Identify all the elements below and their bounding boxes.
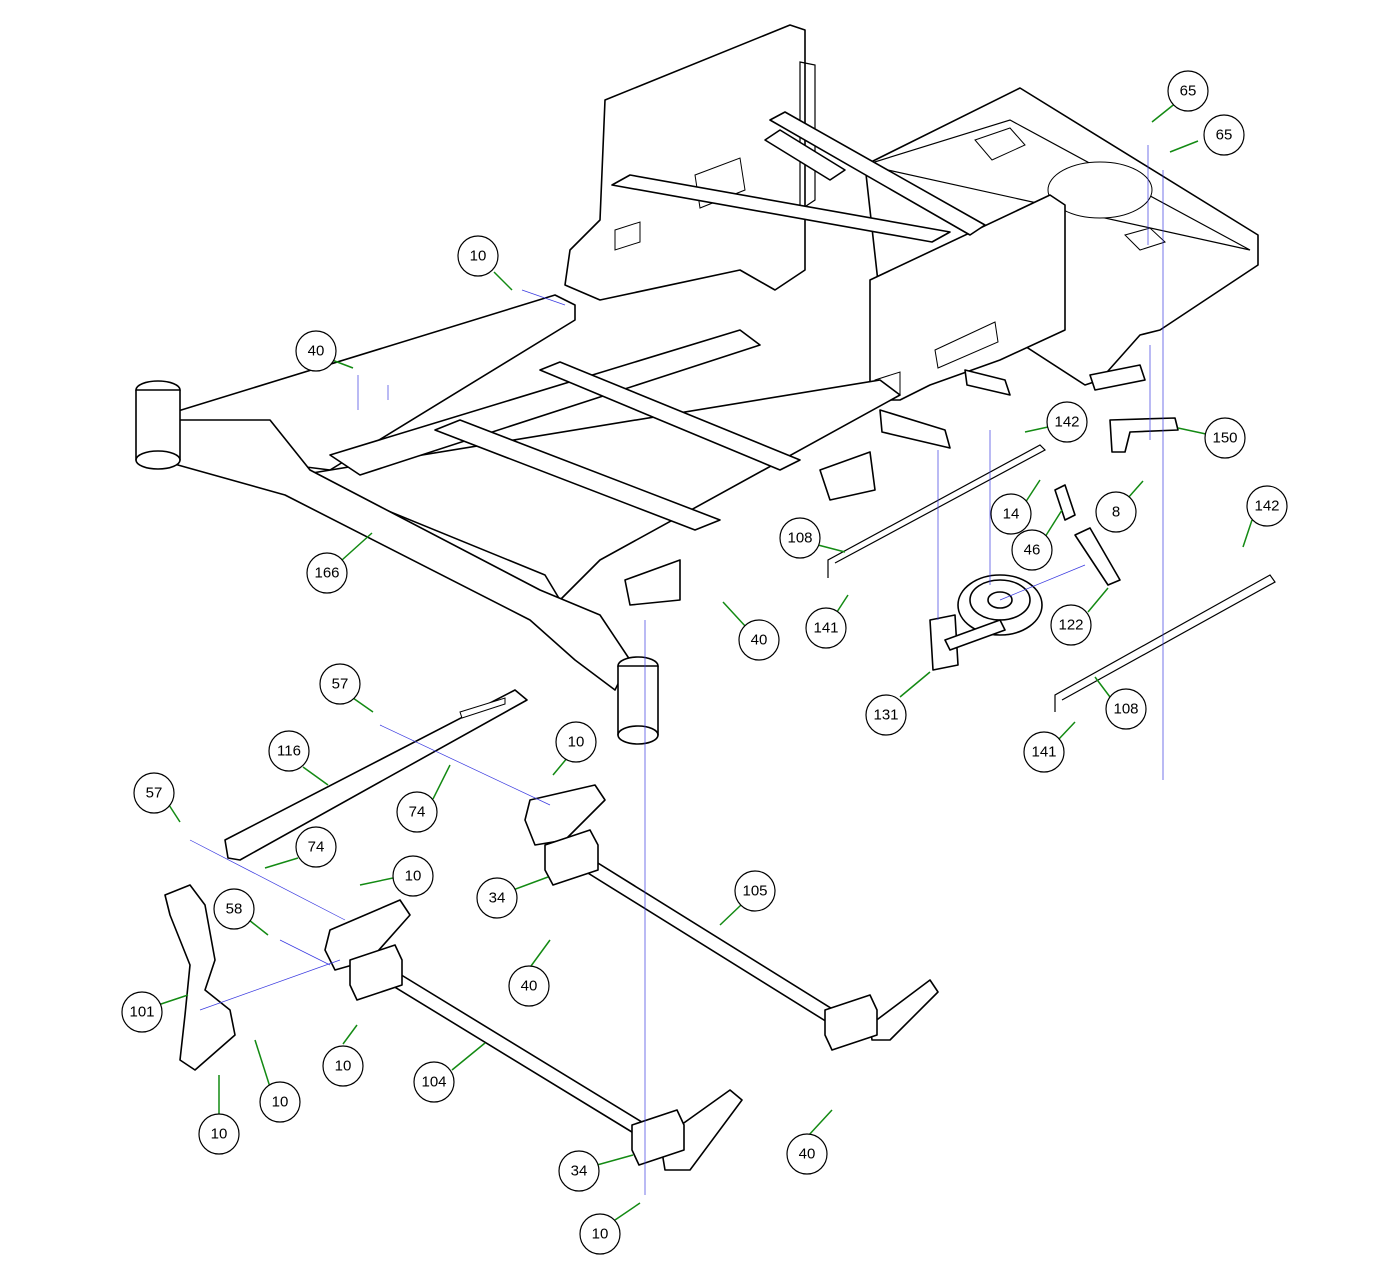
callout-label: 10: [272, 1094, 289, 1111]
callout-balloon: 14: [990, 493, 1032, 535]
callout-balloon: 40: [786, 1133, 828, 1175]
callout-label: 8: [1112, 504, 1120, 521]
callout-balloon: 57: [319, 663, 361, 705]
callout-balloon: 40: [738, 619, 780, 661]
callout-balloon: 101: [121, 991, 163, 1033]
callout-balloon: 105: [734, 870, 776, 912]
callout-label: 40: [521, 978, 538, 995]
callout-label: 116: [277, 743, 301, 760]
callout-label: 34: [571, 1163, 588, 1180]
callout-label: 10: [470, 248, 487, 265]
callout-balloon: 10: [198, 1113, 240, 1155]
callout-label: 65: [1180, 83, 1197, 100]
callout-label: 122: [1058, 617, 1083, 634]
callout-balloon: 142: [1246, 485, 1288, 527]
callout-balloon: 104: [413, 1061, 455, 1103]
callout-label: 108: [1113, 701, 1138, 718]
callout-leaders: [157, 101, 1253, 1221]
callout-balloon: 131: [865, 694, 907, 736]
callout-label: 74: [409, 804, 426, 821]
linkage-bar: [224, 689, 528, 861]
idler-assembly: [827, 417, 1276, 712]
callout-label: 10: [335, 1058, 352, 1075]
callout-label: 150: [1212, 430, 1237, 447]
callout-balloon: 10: [457, 235, 499, 277]
callout-balloon: 34: [476, 877, 518, 919]
callout-label: 46: [1024, 542, 1041, 559]
callout-label: 40: [308, 343, 325, 360]
callout-balloon: 116: [268, 730, 310, 772]
callout-balloon: 57: [133, 772, 175, 814]
callout-label: 10: [405, 868, 422, 885]
callout-label: 142: [1254, 498, 1279, 515]
main-frame: [135, 24, 1259, 745]
callout-label: 166: [314, 565, 339, 582]
callout-balloon: 34: [558, 1150, 600, 1192]
callout-balloon: 10: [555, 721, 597, 763]
callout-balloon: 141: [805, 607, 847, 649]
callout-label: 105: [742, 883, 767, 900]
callout-label: 40: [799, 1146, 816, 1163]
callout-balloon: 166: [306, 552, 348, 594]
callouts: 10 40 65 65 142 150 14 8 46 108 166 141 …: [121, 70, 1288, 1255]
callout-balloon: 122: [1050, 604, 1092, 646]
callout-label: 108: [787, 530, 812, 547]
callout-balloon: 10: [392, 855, 434, 897]
callout-label: 141: [1031, 744, 1056, 761]
callout-label: 74: [308, 839, 325, 856]
callout-balloon: 108: [779, 517, 821, 559]
callout-label: 10: [592, 1226, 609, 1243]
callout-balloon: 46: [1011, 529, 1053, 571]
callout-balloon: 74: [396, 791, 438, 833]
callout-label: 34: [489, 890, 506, 907]
callout-balloon: 40: [508, 965, 550, 1007]
callout-label: 40: [751, 632, 768, 649]
callout-balloon: 65: [1167, 70, 1209, 112]
callout-label: 141: [813, 620, 838, 637]
callout-balloon: 142: [1046, 401, 1088, 443]
callout-balloon: 108: [1105, 688, 1147, 730]
callout-label: 57: [332, 676, 349, 693]
assembly-guide-lines: [189, 145, 1164, 1195]
callout-balloon: 150: [1204, 417, 1246, 459]
callout-balloon: 141: [1023, 731, 1065, 773]
callout-label: 14: [1003, 506, 1020, 523]
callout-label: 104: [421, 1074, 446, 1091]
callout-balloon: 10: [579, 1213, 621, 1255]
callout-balloon: 40: [295, 330, 337, 372]
callout-balloon: 74: [295, 826, 337, 868]
callout-balloon: 65: [1203, 114, 1245, 156]
callout-balloon: 10: [259, 1081, 301, 1123]
lift-shafts: [164, 784, 939, 1171]
callout-label: 101: [129, 1004, 154, 1021]
callout-balloon: 10: [322, 1045, 364, 1087]
callout-balloon: 58: [213, 888, 255, 930]
callout-balloon: 8: [1095, 491, 1137, 533]
callout-label: 10: [568, 734, 585, 751]
callout-label: 10: [211, 1126, 228, 1143]
callout-label: 131: [873, 707, 898, 724]
callout-label: 65: [1216, 127, 1233, 144]
callout-label: 57: [146, 785, 163, 802]
callout-label: 142: [1054, 414, 1079, 431]
callout-label: 58: [226, 901, 243, 918]
